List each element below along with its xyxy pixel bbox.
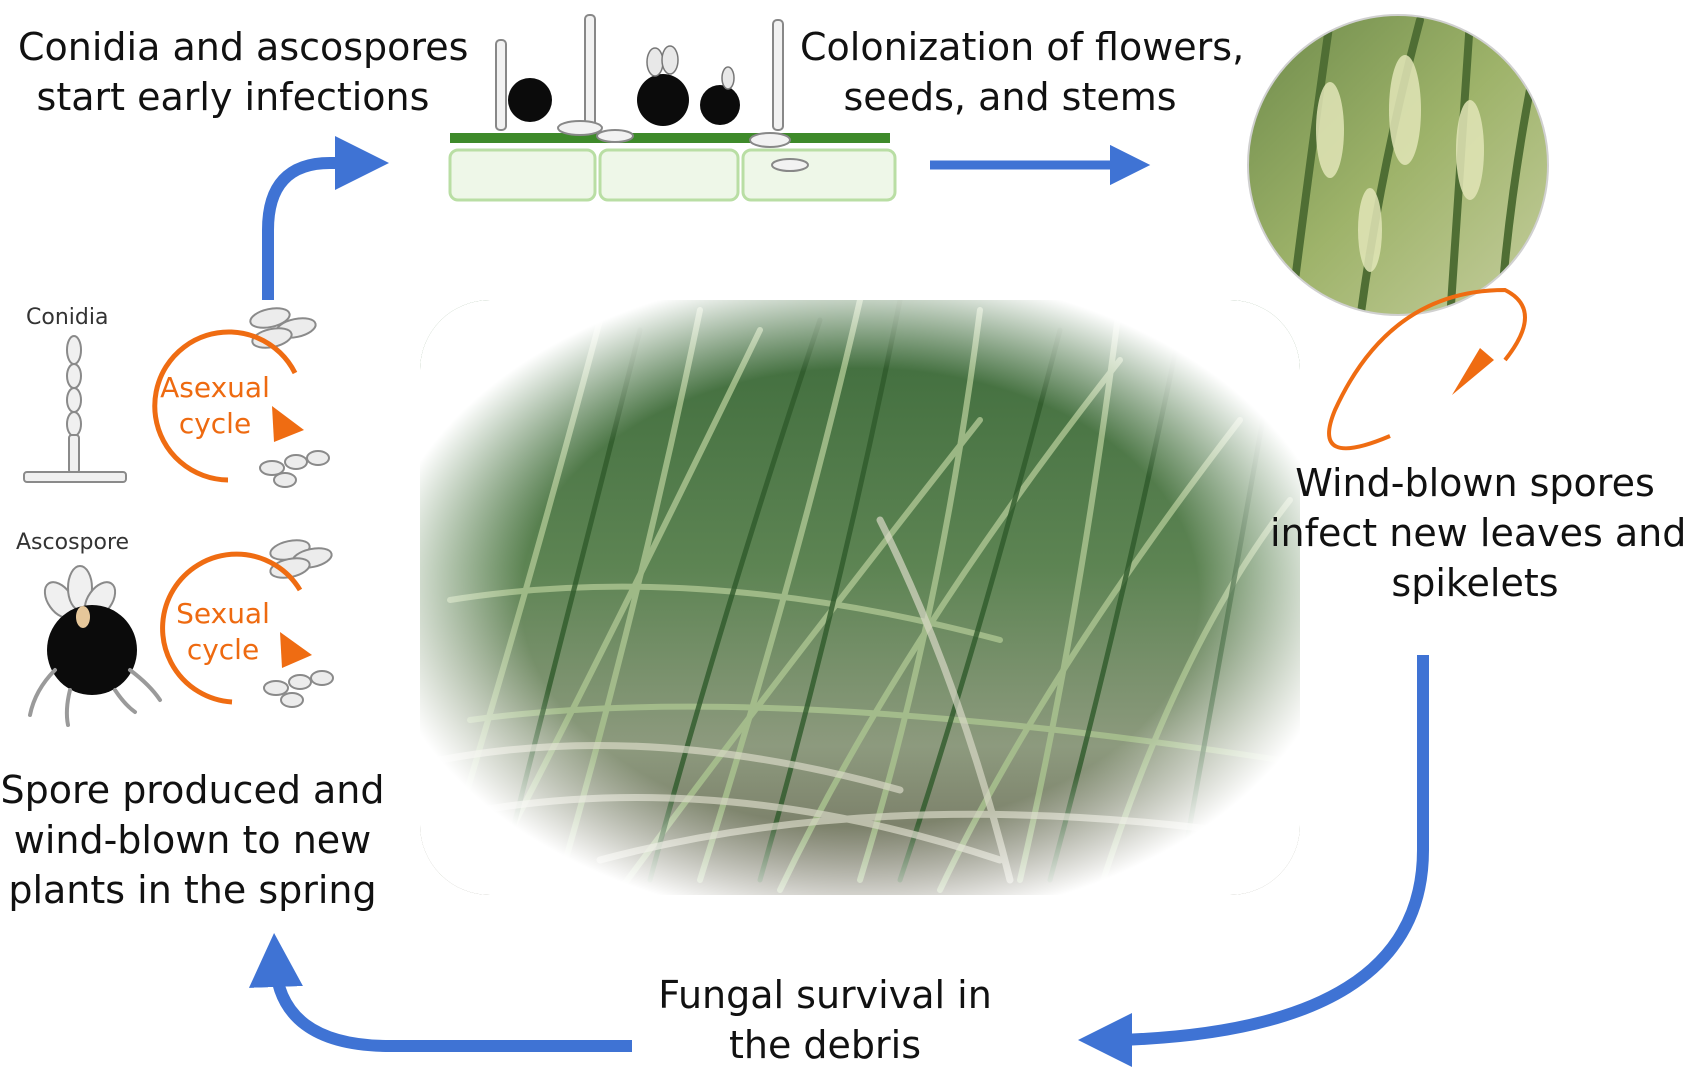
sexual-cycle-label: Sexual cycle xyxy=(158,596,288,668)
spore-produced-line-3: plants in the spring xyxy=(8,868,377,912)
arrow-to-survival xyxy=(1078,655,1429,1067)
wheat-spike-photo xyxy=(1247,14,1549,316)
arrow-to-spore-produced xyxy=(248,933,632,1052)
ascospore-label: Ascospore xyxy=(16,530,130,555)
asexual-cycle-label: Asexual cycle xyxy=(150,370,280,442)
spore-produced-line-1: Spore produced and xyxy=(0,768,385,812)
asexual-cycle-arrow xyxy=(152,329,298,483)
spore-produced-line-2: wind-blown to new xyxy=(13,818,372,862)
reinfection-cycle-arrow xyxy=(1327,287,1527,451)
sexual-cycle-line-2: cycle xyxy=(186,633,260,666)
survival-line-2: the debris xyxy=(728,1023,922,1067)
start-infections-label: Conidia and ascospores start early infec… xyxy=(18,22,469,122)
wheat-field-photo xyxy=(420,300,1300,895)
wind-blown-line-3: spikelets xyxy=(1391,561,1559,605)
sexual-cycle-line-1: Sexual xyxy=(176,597,270,630)
asexual-cycle-line-2: cycle xyxy=(178,407,252,440)
colonization-line-2: seeds, and stems xyxy=(843,75,1177,119)
colonization-label: Colonization of flowers, seeds, and stem… xyxy=(800,22,1245,122)
survival-label: Fungal survival in the debris xyxy=(640,970,1010,1070)
ascocarp-icon xyxy=(28,565,162,727)
sexual-cycle-arrow xyxy=(160,551,303,705)
survival-line-1: Fungal survival in xyxy=(658,973,992,1017)
wind-blown-label: Wind-blown spores infect new leaves and … xyxy=(1270,458,1687,608)
conidia-label: Conidia xyxy=(26,305,109,330)
arrow-to-infection xyxy=(262,136,389,300)
leaf-infection-icon xyxy=(448,14,897,202)
colonization-line-1: Colonization of flowers, xyxy=(800,25,1245,69)
asexual-cycle-line-1: Asexual xyxy=(160,371,270,404)
start-infections-line-1: Conidia and ascospores xyxy=(18,25,469,69)
reinfection-cycle-head xyxy=(1452,348,1494,395)
conidiophore-icon xyxy=(23,335,127,483)
spore-produced-label: Spore produced and wind-blown to new pla… xyxy=(0,765,385,915)
sexual-cycle-head xyxy=(280,632,312,668)
spore-cluster-icon xyxy=(249,307,334,708)
asexual-cycle-head xyxy=(272,406,304,442)
wind-blown-line-1: Wind-blown spores xyxy=(1295,461,1655,505)
start-infections-line-2: start early infections xyxy=(36,75,430,119)
wind-blown-line-2: infect new leaves and xyxy=(1270,511,1687,555)
